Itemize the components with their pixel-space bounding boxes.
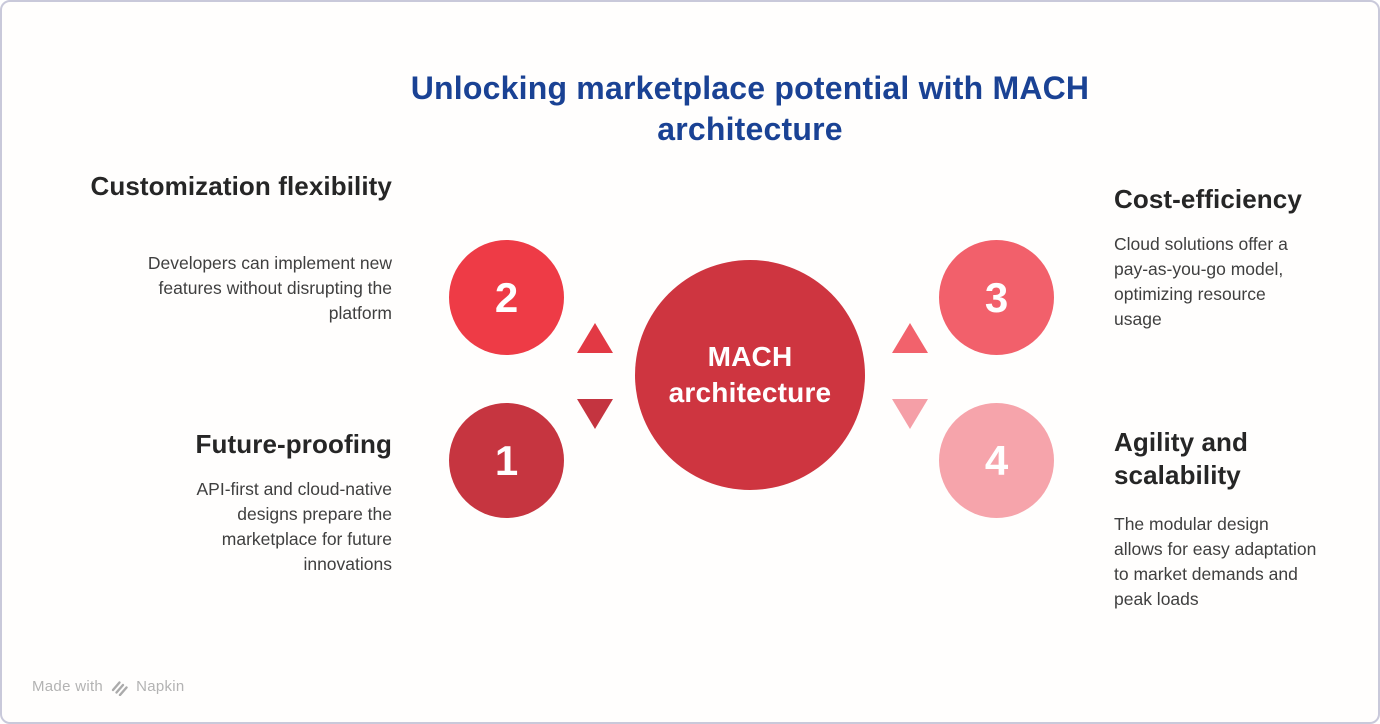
brand-label: Napkin bbox=[136, 678, 185, 695]
section-body: Developers can implement new features wi… bbox=[147, 253, 392, 323]
section-heading: Future-proofing bbox=[195, 429, 392, 459]
triangle-down-right-icon bbox=[892, 399, 928, 429]
node-circle-1: 1 bbox=[449, 403, 564, 518]
node-circle-3: 3 bbox=[939, 240, 1054, 355]
center-node-label: MACH architecture bbox=[668, 341, 832, 408]
center-node-mach-architecture: MACH architecture bbox=[635, 260, 865, 490]
node-circle-4: 4 bbox=[939, 403, 1054, 518]
made-with-label: Made with bbox=[32, 678, 104, 695]
section-body: The modular design allows for easy adapt… bbox=[1114, 514, 1317, 609]
node-number: 3 bbox=[984, 273, 1009, 321]
section-future-proofing: Future-proofing API-first and cloud-nati… bbox=[47, 428, 392, 577]
section-body: Cloud solutions offer a pay-as-you-go mo… bbox=[1114, 234, 1288, 329]
section-body: API-first and cloud-native designs prepa… bbox=[196, 479, 392, 574]
section-customization-flexibility: Customization flexibility Developers can… bbox=[47, 170, 392, 326]
section-agility-scalability: Agility and scalability The modular desi… bbox=[1114, 426, 1333, 612]
node-number: 1 bbox=[494, 436, 519, 484]
diagram-title: Unlocking marketplace potential with MAC… bbox=[410, 70, 1090, 147]
made-with-napkin-attribution: Made with Napkin bbox=[32, 677, 185, 696]
section-heading: Customization flexibility bbox=[90, 171, 392, 201]
node-number: 2 bbox=[494, 273, 519, 321]
section-heading: Agility and scalability bbox=[1114, 427, 1248, 490]
triangle-up-right-icon bbox=[892, 323, 928, 353]
node-number: 4 bbox=[984, 436, 1009, 484]
node-circle-2: 2 bbox=[449, 240, 564, 355]
napkin-logo-icon bbox=[110, 679, 129, 696]
section-cost-efficiency: Cost-efficiency Cloud solutions offer a … bbox=[1114, 183, 1333, 332]
triangle-up-left-icon bbox=[577, 323, 613, 353]
section-heading: Cost-efficiency bbox=[1114, 184, 1302, 214]
triangle-down-left-icon bbox=[577, 399, 613, 429]
